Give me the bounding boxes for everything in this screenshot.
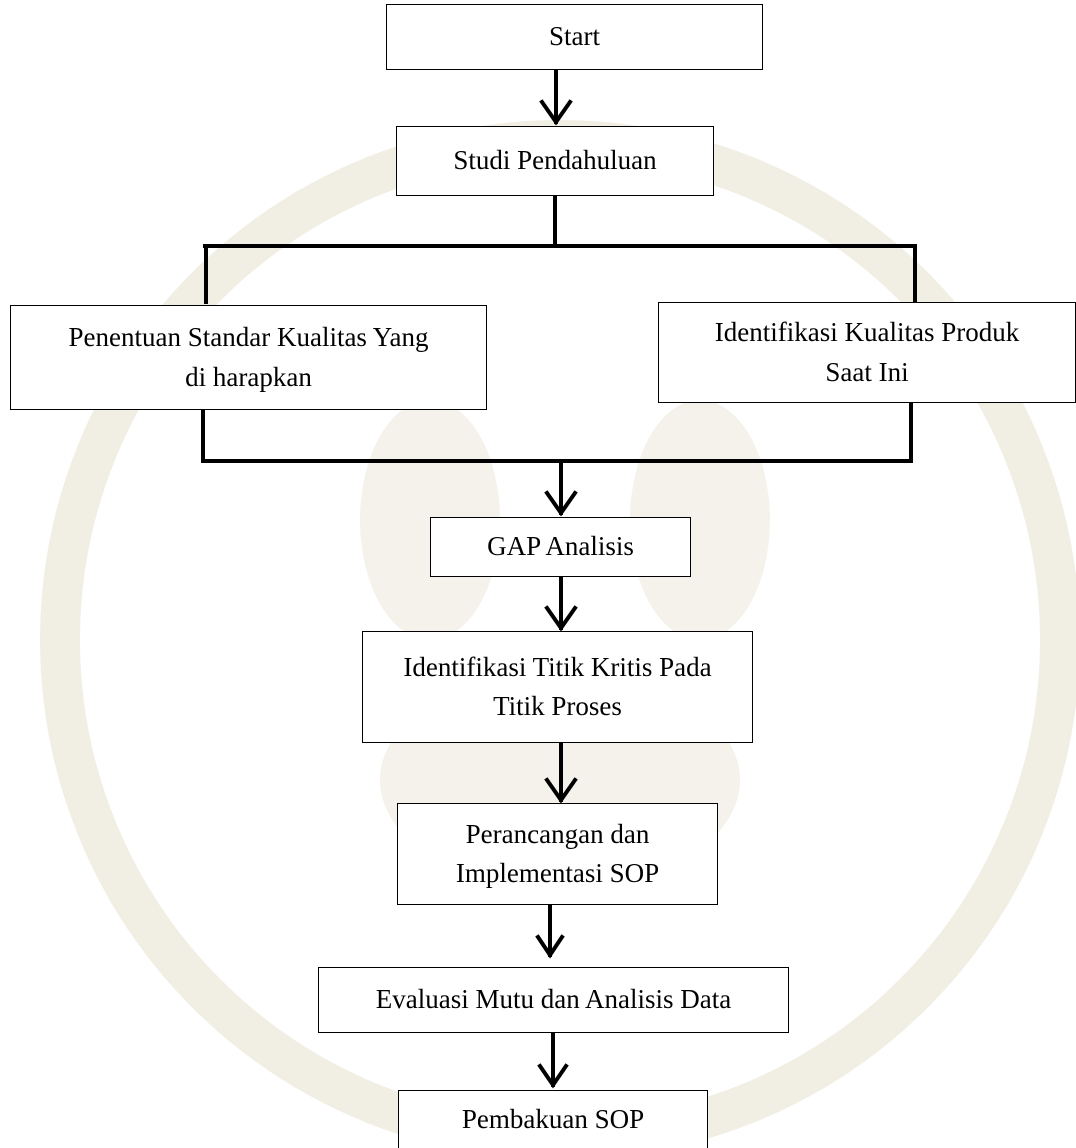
node-titik-kritis-line-2: Titik Proses — [493, 691, 622, 721]
node-pembakuan-sop: Pembakuan SOP — [398, 1090, 708, 1148]
node-penentuan-line-1: Penentuan Standar Kualitas Yang — [68, 322, 429, 353]
arrowhead-evaluasi — [535, 934, 565, 959]
node-gap-label: GAP Analisis — [487, 531, 634, 562]
node-identifikasi-kualitas-line-2: Saat Ini — [825, 356, 909, 387]
node-perancangan-line-1: Perancangan dan — [465, 818, 650, 849]
arrowhead-gap — [544, 490, 578, 517]
node-penentuan-line-2: di harapkan — [185, 361, 312, 392]
node-pembakuan-label: Pembakuan SOP — [461, 1103, 645, 1134]
node-evaluasi-label: Evaluasi Mutu dan Analisis Data — [375, 984, 732, 1015]
node-studi-label: Studi Pendahuluan — [453, 145, 657, 176]
node-penentuan-standar: Penentuan Standar Kualitas Yang di harap… — [10, 305, 487, 410]
node-identifikasi-kualitas-line-1: Identifikasi Kualitas Produk — [714, 317, 1020, 348]
node-titik-kritis-line-1: Identifikasi Titik Kritis Pada — [403, 651, 712, 682]
node-perancangan-line-2: Implementasi SOP — [455, 858, 660, 888]
node-gap-analisis: GAP Analisis — [430, 517, 691, 577]
arrowhead-perancangan — [544, 777, 578, 804]
node-evaluasi-mutu: Evaluasi Mutu dan Analisis Data — [318, 967, 789, 1033]
node-identifikasi-titik-kritis: Identifikasi Titik Kritis Pada Titik Pro… — [362, 631, 753, 743]
arrowhead-titik — [544, 605, 578, 632]
node-identifikasi-kualitas: Identifikasi Kualitas Produk Saat Ini — [658, 302, 1076, 403]
arrowhead-studi — [539, 99, 573, 126]
node-perancangan-implementasi: Perancangan dan Implementasi SOP — [397, 803, 718, 905]
node-start: Start — [386, 4, 763, 70]
arrowhead-pembakuan — [537, 1063, 569, 1089]
node-studi-pendahuluan: Studi Pendahuluan — [396, 126, 714, 196]
node-start-label: Start — [549, 21, 600, 52]
